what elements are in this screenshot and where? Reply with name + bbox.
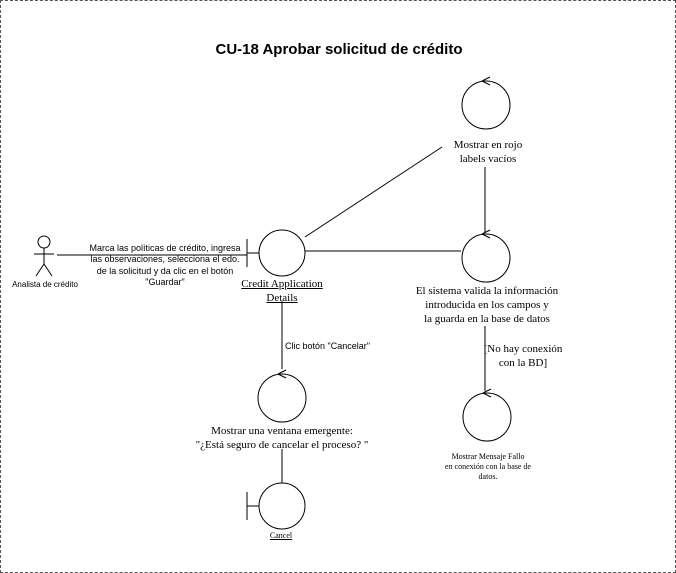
boundary-cancel-icon <box>246 482 306 530</box>
node-mostrar-rojo-label: Mostrar en rojo labels vacíos <box>453 139 523 165</box>
link-boundary-red-labels <box>304 146 443 238</box>
control-mostrar-ventana-icon <box>257 369 307 423</box>
actor-analista-icon <box>34 235 54 277</box>
node-sistema-valida-label: El sistema valida la información introdu… <box>415 285 559 325</box>
control-sistema-valida-icon <box>461 229 511 283</box>
message-actor-boundary: Marca las políticas de crédito, ingresa … <box>89 243 241 287</box>
guard-no-connection: [No hay conexión con la BD] <box>483 343 563 369</box>
node-mostrar-ventana-label: Mostrar una ventana emergente: "¿Está se… <box>195 425 369 451</box>
node-credit-application-details-label: Credit Application Details <box>241 278 323 304</box>
node-mostrar-fallo-label: Mostrar Mensaje Fallo en conexión con la… <box>445 452 531 481</box>
actor-label: Analista de crédito <box>12 280 78 289</box>
boundary-credit-application-icon <box>246 229 306 277</box>
diagram-title: CU-18 Aprobar solicitud de crédito <box>215 41 463 58</box>
message-cancel-click: Clic botón "Cancelar" <box>285 341 370 351</box>
control-mostrar-rojo-icon <box>461 76 511 130</box>
control-mostrar-fallo-icon <box>462 388 512 442</box>
node-cancel-label: Cancel <box>269 531 293 540</box>
